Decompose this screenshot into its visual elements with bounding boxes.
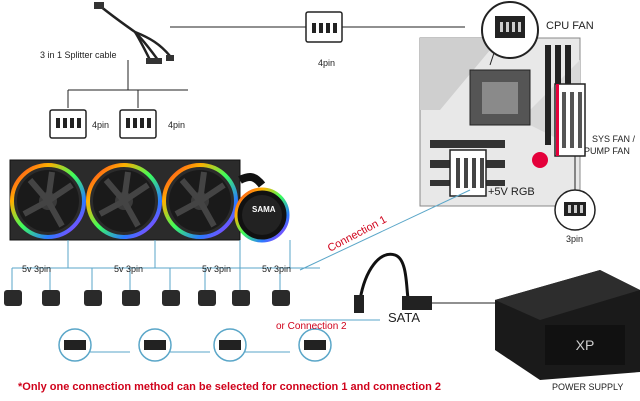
v3pin-label-1: 5v 3pin [22, 264, 52, 274]
cpu-fan-label: CPU FAN [546, 20, 594, 32]
v3pin-label-2: 5v 3pin [114, 264, 144, 274]
connection-note: *Only one connection method can be selec… [18, 381, 441, 393]
sata-label: SATA [388, 310, 421, 325]
connection2-label: or Connection 2 [276, 321, 347, 332]
plug-zoom-circles [58, 328, 332, 362]
pump [234, 173, 290, 243]
radiator [9, 159, 241, 241]
sata-cable [354, 252, 500, 313]
rgb-label: +5V RGB [488, 186, 535, 198]
power-supply-label: POWER SUPPLY [552, 382, 624, 392]
splitter-cable [94, 2, 174, 64]
connector-4pin-top [305, 11, 343, 43]
v3pin-label-4: 5v 3pin [262, 264, 292, 274]
rgb-header-zoom [449, 149, 487, 197]
pin3-label: 3pin [566, 234, 584, 244]
pin4-right-label: 4pin [168, 120, 186, 130]
pin4-left-label: 4pin [92, 120, 110, 130]
connector-3pin [554, 156, 596, 231]
sys-fan-header-zoom [554, 83, 586, 157]
splitter-label: 3 in 1 Splitter cable [40, 50, 117, 60]
connector-4pin-right [119, 109, 157, 139]
svg-text:XP: XP [576, 337, 595, 353]
power-supply: XP [495, 270, 640, 380]
fan-1 [10, 163, 86, 239]
pin4-top-label: 4pin [318, 58, 336, 68]
fan-3 [162, 163, 238, 239]
sys-fan-label-2: PUMP FAN [584, 146, 630, 156]
plug-row [4, 290, 290, 306]
connection1-label: Connection 1 [326, 214, 389, 255]
fan-2 [86, 163, 162, 239]
connector-4pin-left [49, 109, 87, 139]
v3pin-label-3: 5v 3pin [202, 264, 232, 274]
sys-fan-label-1: SYS FAN / [592, 134, 636, 144]
cpu-fan-header-zoom [481, 1, 539, 66]
pump-brand: SAMA [252, 205, 276, 214]
